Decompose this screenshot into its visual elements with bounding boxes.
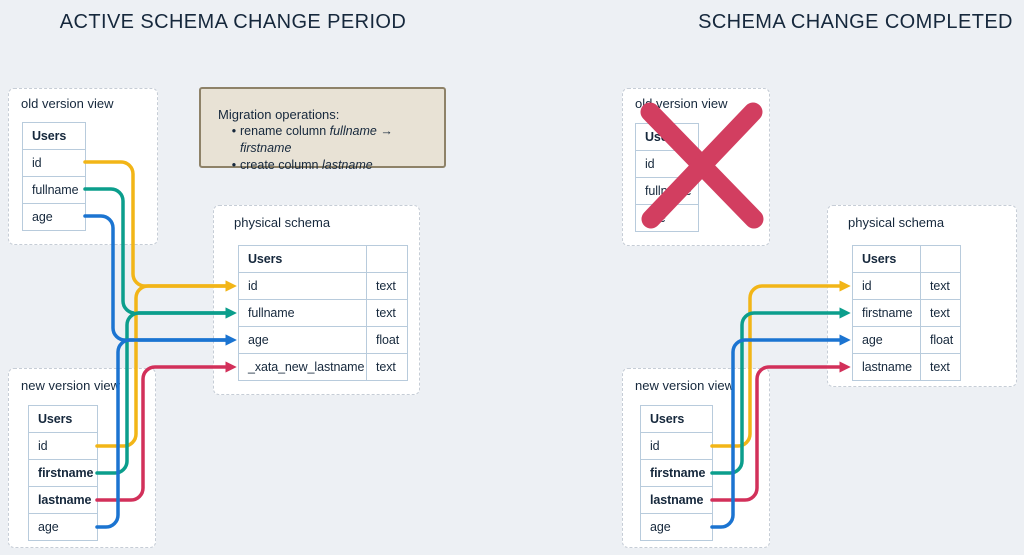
left-diagram-title: ACTIVE SCHEMA CHANGE PERIOD [59,11,407,33]
table-cell: age [641,514,713,541]
table-cell: Users [23,123,86,150]
table-cell: id [23,150,86,177]
bullet-icon: • [231,124,237,138]
table-cell: text [921,354,961,381]
table-cell: float [367,327,408,354]
right-new-version-view-label: new version view [635,378,734,393]
table-cell: age [29,514,98,541]
table-cell: age [239,327,367,354]
table-cell: Users [636,124,699,151]
table-cell [367,246,408,273]
table-cell: firstname [29,460,98,487]
migration-note-title: Migration operations: [218,107,340,122]
migration-note-panel: Migration operations: •rename column ful… [199,87,446,172]
table-cell: id [853,273,921,300]
table-cell: fullname [636,178,699,205]
right-diagram-title: SCHEMA CHANGE COMPLETED [698,11,1013,33]
table-cell: id [636,151,699,178]
note-bullet-item: •rename column fullname → firstname [218,123,444,157]
table-cell: id [641,433,713,460]
table-cell: firstname [853,300,921,327]
table-cell: fullname [239,300,367,327]
left-old-version-view-label: old version view [21,96,114,111]
table-cell: age [853,327,921,354]
table-cell: Users [29,406,98,433]
table-cell: age [23,204,86,231]
table-cell: text [921,300,961,327]
table-cell: lastname [853,354,921,381]
table-cell: text [367,300,408,327]
migration-note-list: •rename column fullname → firstname•crea… [218,123,444,174]
table-cell: lastname [641,487,713,514]
table-cell: text [921,273,961,300]
table-cell: _xata_new_lastname [239,354,367,381]
bullet-icon: • [231,158,237,172]
right-physical-schema-label: physical schema [848,215,945,230]
table-cell [921,246,961,273]
table-cell: text [367,354,408,381]
note-bullet-item: •create column lastname [218,157,444,174]
table-cell: lastname [29,487,98,514]
table-cell: firstname [641,460,713,487]
table-cell: Users [239,246,367,273]
table-cell: text [367,273,408,300]
table-cell: Users [641,406,713,433]
table-cell: fullname [23,177,86,204]
table-cell: float [921,327,961,354]
left-new-version-view-label: new version view [21,378,120,393]
table-cell: id [29,433,98,460]
table-cell: id [239,273,367,300]
right-old-version-view-label: old version view [635,96,728,111]
table-cell: age [636,205,699,232]
left-physical-schema-label: physical schema [234,215,331,230]
table-cell: Users [853,246,921,273]
